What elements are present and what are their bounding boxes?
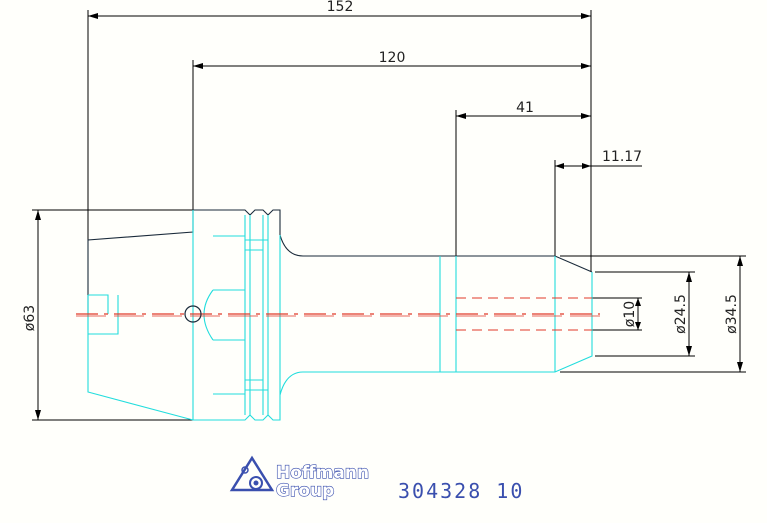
logo-triangle-icon	[229, 455, 275, 492]
logo-line1: Hoffmann	[276, 463, 369, 483]
dim-label-63: ø63	[22, 305, 38, 331]
dim-nose-length: 41	[455, 100, 591, 258]
part-number: 304328 10	[398, 479, 524, 503]
dim-label-152: 152	[327, 0, 354, 15]
dim-label-34-5: ø34.5	[724, 294, 740, 334]
dim-label-10: ø10	[622, 301, 638, 327]
dim-tip-diameter: ø24.5	[595, 271, 695, 357]
dim-tip-length: 11.17	[554, 149, 642, 258]
dim-label-24-5: ø24.5	[673, 294, 689, 334]
dim-gauge-length: 120	[192, 50, 591, 215]
dim-nose-diameter: ø34.5	[560, 255, 746, 373]
dim-label-120: 120	[379, 50, 406, 66]
hoffmann-logo: Hoffmann Group	[229, 455, 370, 502]
logo-gear-icon	[249, 476, 263, 490]
dim-total-length: 152	[87, 0, 592, 272]
dim-flange-diameter: ø63	[22, 209, 195, 421]
dim-label-11-17: 11.17	[602, 149, 642, 165]
dim-bore-diameter: ø10	[592, 297, 642, 331]
gauge-point-marker	[184, 305, 202, 323]
tool-holder-geometry	[76, 209, 600, 421]
dim-label-41: 41	[516, 100, 534, 116]
logo-line2: Group	[276, 481, 334, 501]
